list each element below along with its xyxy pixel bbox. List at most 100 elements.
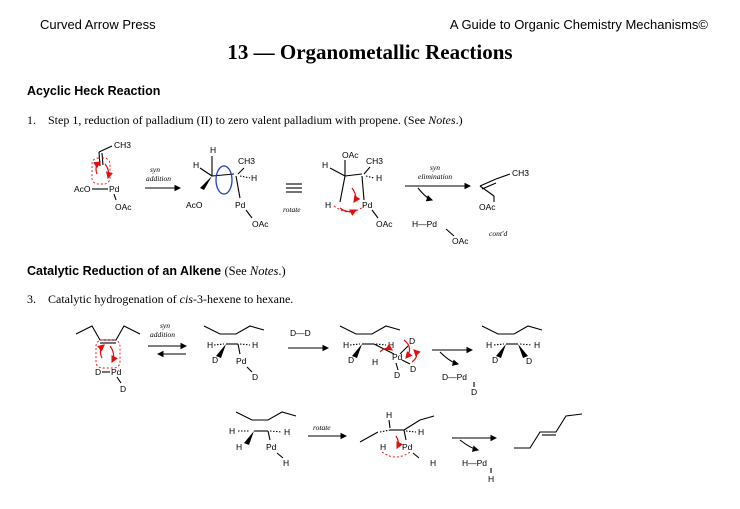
pd-label: Pd <box>111 367 122 377</box>
h-label: H <box>418 427 424 437</box>
hpd-oac-product: H—Pd OAc <box>412 219 469 246</box>
d-label: D <box>526 356 532 366</box>
addition-label: addition <box>150 330 175 339</box>
h-label: H <box>488 474 494 484</box>
oac-label: OAc <box>452 236 469 246</box>
section-heading-text: Catalytic Reduction of an Alkene <box>27 264 222 278</box>
h-label: H <box>210 145 216 155</box>
heading-note-open: (See <box>224 264 250 278</box>
heck-reaction-scheme: CH3 AcO Pd OAc syn addition H H CH3 H Ac… <box>74 140 529 246</box>
d2-addition-arrow: D—D <box>288 328 330 352</box>
syn-label: syn <box>150 165 160 174</box>
h-label: H <box>283 458 289 468</box>
rotate-label: rotate <box>283 205 301 214</box>
h-label: H <box>372 357 378 367</box>
step-text-end: .) <box>455 113 463 127</box>
pd-alkyl-intermediate-2: H H H Pd H <box>229 411 297 468</box>
h-label: H <box>343 340 349 350</box>
cis-term: cis <box>179 292 193 306</box>
reductive-elimination-arrow: D—Pd D <box>432 346 477 397</box>
heading-note: (See Notes.) <box>225 264 286 278</box>
pd-label: Pd <box>402 442 413 452</box>
pd-label: Pd <box>235 200 246 210</box>
propene-pd-complex: CH3 AcO Pd OAc <box>74 140 132 212</box>
d-label: D <box>409 336 415 346</box>
h-label: H <box>236 442 242 452</box>
syn-addition-arrow: syn addition <box>145 165 182 192</box>
step-1-text: 1. Step 1, reduction of palladium (II) t… <box>27 113 463 128</box>
h-label: H <box>252 340 258 350</box>
pd-label: Pd <box>266 442 277 452</box>
ch3-label: CH3 <box>238 156 255 166</box>
pd-d-intermediate: H H D H Pd D D D <box>339 325 421 380</box>
step-text: Step 1, reduction of palladium (II) to z… <box>48 113 429 127</box>
h-label: H <box>193 160 199 170</box>
elimination-label: elimination <box>418 172 452 181</box>
dpd-label: D—Pd <box>442 372 467 382</box>
d2-label: D—D <box>290 328 311 338</box>
h-label: H <box>386 410 392 420</box>
d-label: D <box>120 384 126 394</box>
heading-notes-ref: Notes <box>249 264 279 278</box>
pd-label: Pd <box>392 352 403 362</box>
oac-label: OAc <box>115 202 132 212</box>
elimination-arrow: H—Pd H <box>452 434 498 484</box>
syn-addition-equilibrium: syn addition <box>148 321 188 358</box>
syn-label: syn <box>160 321 170 330</box>
hydrogenation-scheme-row-2: H H H Pd H rotate H H H Pd H <box>229 410 583 484</box>
h-label: H <box>325 200 331 210</box>
d-label: D <box>410 364 416 374</box>
h-label: H <box>251 173 257 183</box>
pd-alkyl-intermediate-1: H H D Pd D <box>203 325 265 382</box>
ch3-label: CH3 <box>512 168 529 178</box>
d-label: D <box>394 370 400 380</box>
step-text-end: -3-hexene to hexane. <box>192 292 294 306</box>
syn-elimination-arrow: syn elimination <box>405 163 472 202</box>
pd-label: Pd <box>362 200 373 210</box>
h-label: H <box>380 442 386 452</box>
aco-label: AcO <box>74 184 91 194</box>
hexene-pd-complex: D Pd D <box>75 325 141 394</box>
pd-label: Pd <box>236 356 247 366</box>
hpd-label: H—Pd <box>462 458 487 468</box>
syn-label: syn <box>430 163 440 172</box>
h-label: H <box>284 427 290 437</box>
h-label: H <box>322 160 328 170</box>
step-3-text: 3. Catalytic hydrogenation of cis-3-hexe… <box>27 292 293 307</box>
ch3-label: CH3 <box>114 140 131 150</box>
h-label: H <box>430 458 436 468</box>
book-title: A Guide to Organic Chemistry Mechanisms© <box>449 17 708 32</box>
h-label: H <box>207 340 213 350</box>
hpd-label: H—Pd <box>412 219 437 229</box>
addition-label: addition <box>146 174 171 183</box>
publisher-name: Curved Arrow Press <box>40 17 156 32</box>
h-label: H <box>486 340 492 350</box>
h-label: H <box>376 173 382 183</box>
d-label: D <box>471 387 477 397</box>
h-label: H <box>229 426 235 436</box>
rotate-arrow: rotate <box>308 423 348 440</box>
oac-label: OAc <box>376 219 393 229</box>
section-heading-heck: Acyclic Heck Reaction <box>27 84 161 98</box>
heading-note-close: .) <box>278 264 286 278</box>
notes-ref: Notes <box>428 113 456 127</box>
pd-label: Pd <box>109 184 120 194</box>
step-text: Catalytic hydrogenation of <box>48 292 180 306</box>
continued-label: cont'd <box>489 229 508 238</box>
hydrogenation-scheme-row-1: D Pd D syn addition H H D Pd D D—D H <box>75 321 543 397</box>
rotate-label: rotate <box>313 423 331 432</box>
rotated-intermediate: OAc H CH3 H H Pd OAc <box>322 150 393 229</box>
oac-label: OAc <box>479 202 496 212</box>
equivalent-sign: rotate <box>283 183 302 214</box>
trans-3-hexene-product <box>514 413 583 449</box>
h-label: H <box>534 340 540 350</box>
d-label: D <box>492 355 498 365</box>
d-label: D <box>348 355 354 365</box>
oac-label: OAc <box>252 219 269 229</box>
ch3-label: CH3 <box>366 156 383 166</box>
oac-label: OAc <box>342 150 359 160</box>
pd-alkyl-intermediate: H H CH3 H AcO Pd OAc <box>186 145 269 229</box>
d-label: D <box>252 372 258 382</box>
step-number: 1. <box>27 113 36 127</box>
d-label: D <box>95 367 101 377</box>
